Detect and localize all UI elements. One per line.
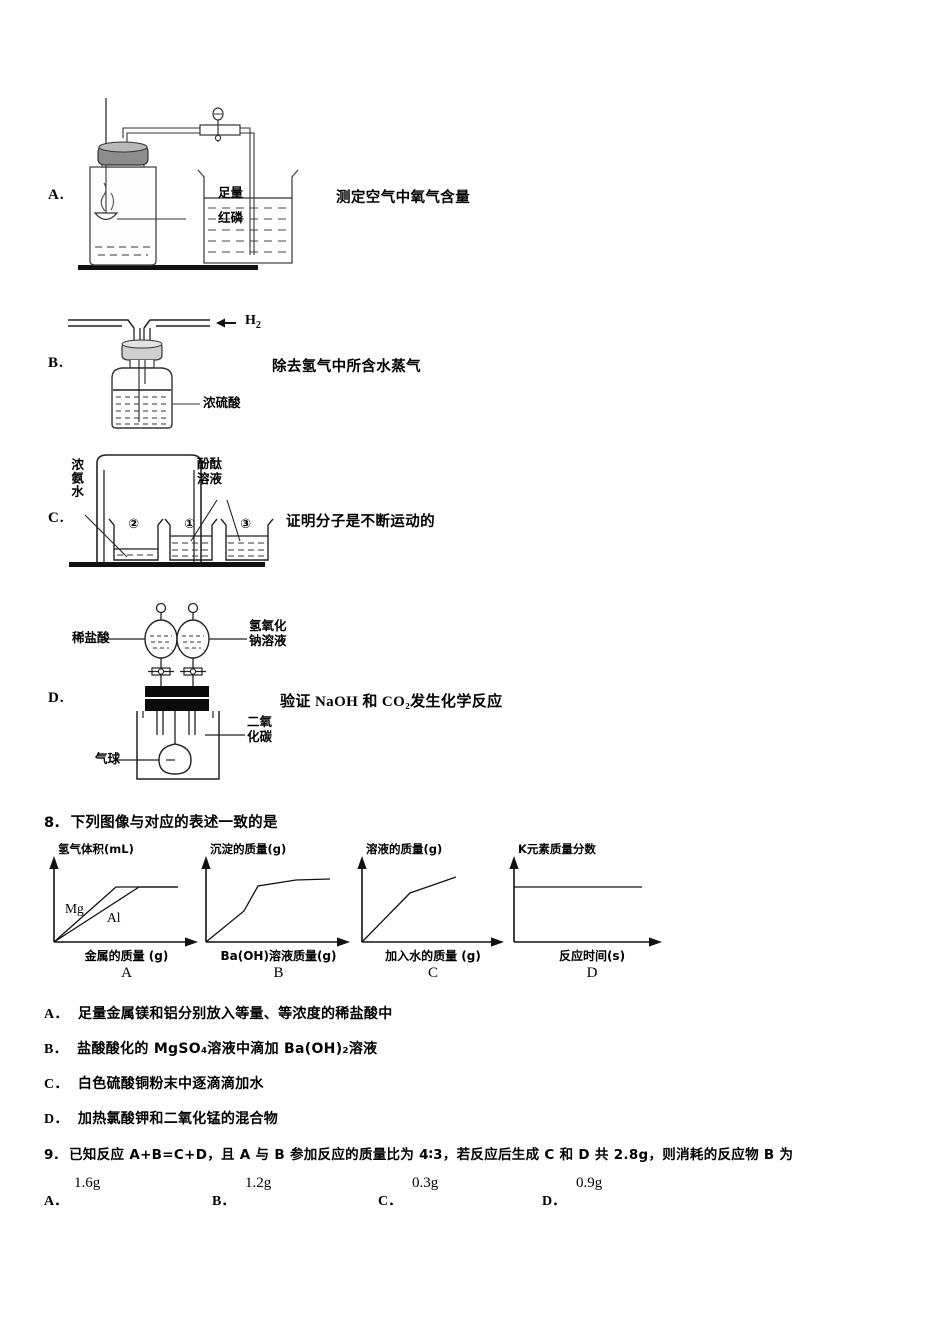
question-8-answer-d[interactable]: D． 加热氯酸钾和二氧化锰的混合物 <box>44 1108 278 1128</box>
question-9-answer-c-letter[interactable]: C． <box>378 1194 403 1209</box>
question-8-answer-a-text: 足量金属镁和铝分别放入等量、等浓度的稀盐酸中 <box>77 1006 393 1022</box>
question-9-answers: A． 1.6g B． 1.2g C． 0.3g D． 0.9g <box>0 1172 950 1212</box>
option-c-beaker-mark-1: ① <box>184 517 196 532</box>
question-9-answer-d-letter[interactable]: D． <box>542 1194 567 1209</box>
chart-a-series-label-mg: Mg <box>65 901 84 916</box>
question-8-number: 8. <box>44 815 61 831</box>
option-c-letter: C. <box>48 510 65 526</box>
question-9-answer-d-value[interactable]: 0.9g <box>576 1175 603 1191</box>
question-8-stem-text: 下列图像与对应的表述一致的是 <box>70 815 278 831</box>
chart-b: 沉淀的质量(g) Ba(OH)溶液质量(g) B <box>196 842 361 981</box>
option-c-caption: 证明分子是不断运动的 <box>286 514 435 530</box>
option-c-beaker-mark-3: ③ <box>240 517 252 532</box>
chart-b-xlabel: Ba(OH)溶液质量(g) <box>220 949 337 963</box>
question-8-answer-b[interactable]: B． 盐酸酸化的 MgSO₄溶液中滴加 Ba(OH)₂溶液 <box>44 1038 377 1058</box>
question-8-answer-c-letter: C． <box>44 1077 69 1092</box>
chart-a-xlabel: 金属的质量 (g) <box>84 949 169 963</box>
option-d-label-sodium-hydroxide-solution: 氢氧化钠溶液 <box>249 618 287 648</box>
option-d-label-carbon-dioxide: 二氧化碳 <box>247 714 273 744</box>
chart-c-name: C <box>427 965 438 981</box>
chart-b-ylabel: 沉淀的质量(g) <box>210 842 287 856</box>
option-b-caption: 除去氢气中所含水蒸气 <box>272 359 421 375</box>
option-b-gas-inlet-label: H2 <box>245 313 261 331</box>
question-8-answer-d-letter: D． <box>44 1112 69 1127</box>
question-9-answer-a-value[interactable]: 1.6g <box>74 1175 101 1191</box>
option-a-caption: 测定空气中氧气含量 <box>336 190 471 206</box>
question-8-answer-b-letter: B． <box>44 1042 68 1057</box>
chart-d-ylabel: K元素质量分数 <box>518 842 596 856</box>
question-9-answer-b-letter[interactable]: B． <box>212 1194 236 1209</box>
chart-a-ylabel: 氢气体积(mL) <box>58 842 134 856</box>
option-d-label-balloon: 气球 <box>95 751 121 766</box>
chart-a-plot <box>49 856 198 947</box>
question-9-answer-a-letter[interactable]: A． <box>44 1194 69 1209</box>
question-8-stem: 8. 下列图像与对应的表述一致的是 <box>44 811 278 832</box>
question-8-answer-d-text: 加热氯酸钾和二氧化锰的混合物 <box>77 1111 279 1127</box>
question-8-answer-c-text: 白色硫酸铜粉末中逐滴滴加水 <box>77 1076 264 1092</box>
chart-c-xlabel: 加入水的质量 (g) <box>385 949 481 963</box>
chart-c: 溶液的质量(g) 加入水的质量 (g) C <box>348 842 518 981</box>
option-a-label-sufficient: 足量 <box>218 185 244 200</box>
chart-a: 氢气体积(mL) Mg Al 金属的质量 (g) A <box>44 842 209 981</box>
chart-d-plot <box>509 856 662 947</box>
option-a-apparatus-diagram <box>78 98 299 270</box>
chart-d: K元素质量分数 反应时间(s) D <box>502 842 682 981</box>
chart-a-name: A <box>121 965 132 981</box>
option-b-apparatus-diagram <box>68 318 236 429</box>
question-8-answer-b-text: 盐酸酸化的 MgSO₄溶液中滴加 Ba(OH)₂溶液 <box>77 1041 378 1057</box>
question-9-answer-c-value[interactable]: 0.3g <box>412 1175 439 1191</box>
option-c-label-ammonia: 浓氨水 <box>69 458 85 499</box>
option-c-apparatus-diagram <box>69 454 274 567</box>
question-8-answer-a[interactable]: A． 足量金属镁和铝分别放入等量、等浓度的稀盐酸中 <box>44 1003 393 1023</box>
chart-a-series-label-al: Al <box>107 910 121 925</box>
chart-c-plot <box>357 856 504 947</box>
option-d-caption: 验证 NaOH 和 CO₂发生化学反应 <box>280 694 503 710</box>
question-9-answer-b-value[interactable]: 1.2g <box>245 1175 272 1191</box>
option-c-label-phenolphthalein: 酚酞溶液 <box>197 456 223 486</box>
chart-b-plot <box>201 856 350 947</box>
question-9-stem-text: 已知反应 A+B=C+D，且 A 与 B 参加反应的质量比为 4∶3，若反应后生… <box>69 1147 794 1163</box>
question-8-answer-a-letter: A． <box>44 1007 69 1022</box>
option-a-label-red-phosphorus: 红磷 <box>218 210 244 225</box>
chart-d-xlabel: 反应时间(s) <box>558 949 626 963</box>
option-a-letter: A. <box>48 187 65 203</box>
option-b-label-concentrated-sulfuric-acid: 浓硫酸 <box>203 395 241 410</box>
question-9-number: 9. <box>44 1147 60 1163</box>
question-9-stem: 9. 已知反应 A+B=C+D，且 A 与 B 参加反应的质量比为 4∶3，若反… <box>44 1143 793 1163</box>
option-d-apparatus-diagram <box>105 602 247 780</box>
option-c-beaker-mark-2: ② <box>128 517 140 532</box>
chart-d-name: D <box>586 965 598 981</box>
option-d-label-dilute-hydrochloric-acid: 稀盐酸 <box>72 630 110 645</box>
chart-b-name: B <box>273 965 284 981</box>
option-d-letter: D. <box>48 690 65 706</box>
option-b-letter: B. <box>48 355 64 371</box>
chart-c-ylabel: 溶液的质量(g) <box>366 842 443 856</box>
question-8-answer-c[interactable]: C． 白色硫酸铜粉末中逐滴滴加水 <box>44 1073 264 1093</box>
